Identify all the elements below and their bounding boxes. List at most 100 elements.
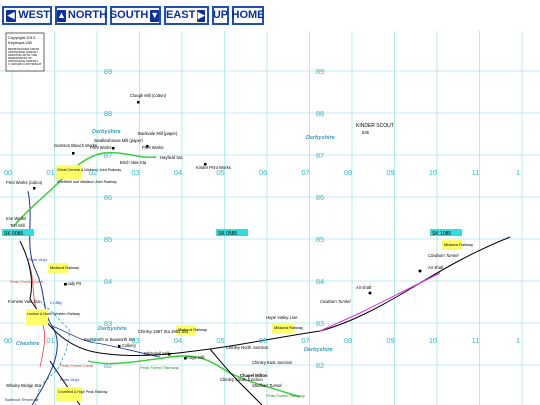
kinder-height-label: 636 bbox=[362, 130, 370, 135]
cr-bby-label: Cr Bby bbox=[50, 300, 63, 305]
railway-labels: Great Central & Midland Joint Railway Sh… bbox=[26, 165, 473, 401]
railway-lower bbox=[49, 360, 81, 405]
gc-midland-label: Great Central & Midland Joint Railway bbox=[57, 168, 121, 172]
print-works-2-label: Print Works bbox=[142, 145, 164, 150]
birch-vale-label: Birch Vale Sta bbox=[120, 160, 147, 165]
print-works-1-label: Print Works bbox=[90, 145, 112, 150]
grid-x-label: 09 bbox=[386, 168, 394, 177]
arrow-up-icon: ▲ bbox=[56, 9, 66, 22]
grid-y-label: 86 bbox=[316, 193, 324, 202]
stodhart-label: Stodhart Tunnel bbox=[252, 383, 283, 388]
print-works-3-label: Print Works (calico) bbox=[6, 180, 43, 185]
kinder-print-label: Kinder Print Works bbox=[196, 165, 231, 170]
tramway-1-label: Peak Forest Tramway bbox=[140, 365, 180, 370]
chinley-north-label: Chinley North Junction bbox=[226, 345, 269, 350]
cromford-label: Cromford & High Peak Railway bbox=[58, 390, 108, 394]
grid-x-label: 08 bbox=[344, 168, 352, 177]
lady-pit-label: Lady Pit bbox=[66, 281, 82, 286]
air-shaft-1-label: Air shaft bbox=[356, 285, 372, 290]
derbyshire-3: Derbyshire bbox=[98, 326, 127, 332]
furness-vale-label: Furness Vale Sta bbox=[8, 299, 40, 304]
arrow-left-icon: ◀ bbox=[6, 9, 17, 22]
grid-y-label: 88 bbox=[104, 109, 112, 118]
grid-y-label: 87 bbox=[104, 151, 112, 160]
grid-x-label: 04 bbox=[174, 168, 182, 177]
midland-label-2: Midland Railway bbox=[178, 327, 207, 332]
railway-north-branch bbox=[19, 240, 33, 300]
south-button[interactable]: SOUTH▼ bbox=[110, 6, 161, 25]
grid-y-label: 88 bbox=[316, 109, 324, 118]
sheffield-label: Sheffield and Midland Joint Railway bbox=[57, 180, 118, 184]
grid-x-label: 08 bbox=[344, 336, 352, 345]
colliery-label: Colliery bbox=[122, 343, 137, 348]
river-goyt-2-label: River Goyt bbox=[60, 377, 80, 382]
grid-x-label: 05 bbox=[216, 336, 224, 345]
gridref-1: SK 0585 bbox=[218, 231, 237, 237]
up-button[interactable]: UP bbox=[212, 6, 229, 25]
grid-x-label: 10 bbox=[429, 168, 437, 177]
grid-x-label: 07 bbox=[301, 336, 309, 345]
grid-x-label: 04 bbox=[174, 336, 182, 345]
place-labels: Clough Mill (cotton) Garrison Bleach Wor… bbox=[6, 93, 459, 388]
cowburn-tunnel bbox=[319, 272, 441, 332]
grid-x-label: 06 bbox=[259, 336, 267, 345]
gridref-0: SK 0085 bbox=[4, 231, 23, 237]
bankvale-label: Bankvale Mill (paper) bbox=[138, 131, 178, 136]
copyright-note-4: ORDNANCE SURVEY bbox=[8, 59, 38, 63]
derbyshire-2: Derbyshire bbox=[306, 135, 335, 141]
grid-x-label: 01 bbox=[46, 168, 54, 177]
grid-x-label: 11 bbox=[472, 168, 480, 177]
gridref-2: SK 1085 bbox=[432, 231, 451, 237]
forge-mill-label: Forge Mill bbox=[186, 355, 204, 360]
copyright-note-1: ORDNANCE SURVEY bbox=[8, 50, 38, 54]
whaley-bridge-label: Whaley Bridge Sta bbox=[6, 383, 41, 388]
grid-x-label: 02 bbox=[89, 168, 97, 177]
map-area[interactable]: Copyright 2013 Keymaps-GB REPRODUCED FRO… bbox=[0, 31, 540, 405]
grid-y-label: 85 bbox=[316, 235, 324, 244]
grid-y-label: 84 bbox=[104, 277, 112, 286]
grid-x-label: 1 bbox=[516, 336, 520, 345]
navigation-bar: ◀WEST ▲NORTH SOUTH▼ EAST▶ UP HOME bbox=[0, 0, 540, 30]
iron-works-label: Iron Works bbox=[6, 216, 26, 221]
arrow-right-icon: ▶ bbox=[197, 9, 205, 22]
north-button[interactable]: ▲NORTH bbox=[55, 6, 107, 25]
tramway-2-label: Peak Forest Tramway bbox=[266, 393, 306, 398]
hayfield-label: Hayfield Sta bbox=[160, 155, 183, 160]
lnwr-label: London & North Western Railway bbox=[27, 312, 80, 316]
grid-y-label: 89 bbox=[316, 67, 324, 76]
grid-x-label: 05 bbox=[216, 168, 224, 177]
cheshire: Cheshire bbox=[16, 341, 40, 347]
grid-x-label: 07 bbox=[301, 168, 309, 177]
grid-x-label: 00 bbox=[4, 336, 12, 345]
swallowhouse-label: Swallowhouse Mill (paper) bbox=[94, 138, 143, 143]
chinley-label: Chinley 1867 Sta 1902 Sta bbox=[138, 329, 188, 334]
east-button[interactable]: EAST▶ bbox=[164, 6, 209, 25]
air-shaft-2-label: Air shaft bbox=[428, 265, 444, 270]
grid-y-label: 87 bbox=[316, 151, 324, 160]
derbyshire-4: Derbyshire bbox=[304, 347, 333, 353]
home-label: HOME bbox=[231, 9, 265, 21]
map-canvas: Copyright 2013 Keymaps-GB REPRODUCED FRO… bbox=[0, 31, 540, 405]
derbyshire-1: Derbyshire bbox=[92, 129, 121, 135]
canal-2-label: Peak Forest Canal bbox=[60, 363, 93, 368]
water-labels: River Goyt River Goyt Peak Forest Canal … bbox=[4, 257, 93, 402]
grid-x-label: 10 bbox=[429, 336, 437, 345]
grid-x-label: 1 bbox=[516, 168, 520, 177]
peak-forest-tramway bbox=[87, 355, 301, 398]
grid-x-label: 00 bbox=[4, 168, 12, 177]
home-button[interactable]: HOME bbox=[231, 6, 265, 25]
grid-x-label: 03 bbox=[131, 168, 139, 177]
midland-label-3: Midland Railway bbox=[274, 325, 303, 330]
place-markers bbox=[33, 101, 422, 360]
burgsworth-label: Bugsworth or Buxworth Sta bbox=[84, 337, 135, 342]
grid-x-label: 02 bbox=[89, 336, 97, 345]
garrison-label: Garrison Bleach Works bbox=[54, 143, 97, 148]
copyright-author: Keymaps-GB bbox=[8, 40, 32, 45]
grid-y-label: 83 bbox=[316, 319, 324, 328]
canal-1-label: Peak Forest Canal bbox=[10, 279, 43, 284]
north-label: NORTH bbox=[67, 9, 108, 21]
west-button[interactable]: ◀WEST bbox=[2, 6, 52, 25]
copyright-note-0: REPRODUCED FROM bbox=[8, 47, 40, 51]
copyright-note-2: MAPPING WITH THE bbox=[8, 53, 37, 57]
